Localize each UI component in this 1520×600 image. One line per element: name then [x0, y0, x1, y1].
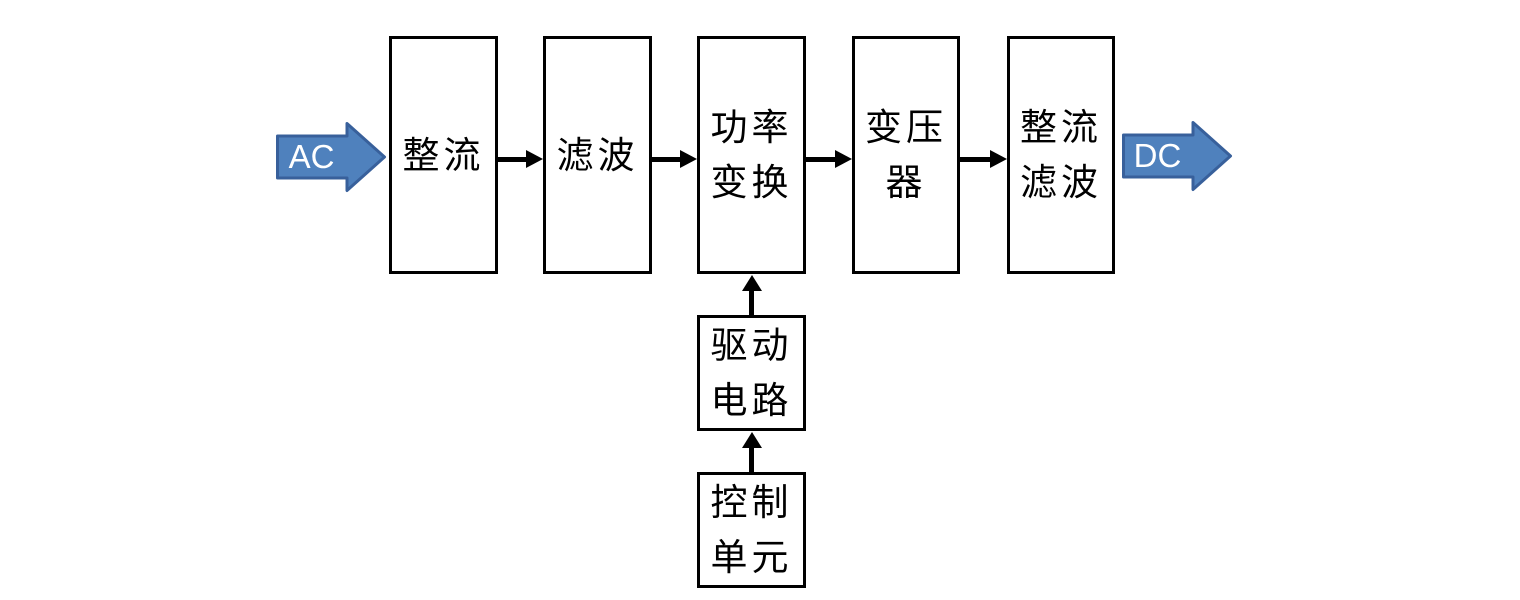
- ac-label: AC: [288, 138, 335, 175]
- arrow-filter-to-power-conversion-icon: [652, 150, 697, 168]
- arrow-power-conversion-to-transformer-icon: [806, 150, 852, 168]
- arrow-drive-circuit-to-power-conversion-icon: [741, 275, 762, 315]
- block-transformer: 变压 器: [852, 36, 960, 274]
- block-filter: 滤波: [543, 36, 652, 274]
- block-rectifier-filter: 整流 滤波: [1007, 36, 1115, 274]
- dc-output-arrow-icon: DC: [1122, 120, 1233, 192]
- ac-input-arrow-icon: AC: [276, 121, 387, 193]
- dc-label: DC: [1133, 137, 1182, 174]
- block-filter-label: 滤波: [556, 133, 639, 177]
- block-control-unit: 控制 单元: [697, 472, 806, 588]
- block-power-conversion: 功率 变换: [697, 36, 806, 274]
- block-rectifier: 整流: [389, 36, 498, 274]
- arrow-rectifier-to-filter-icon: [498, 150, 543, 168]
- block-transformer-label: 变压 器: [865, 106, 947, 204]
- block-rectifier-filter-label: 整流 滤波: [1020, 106, 1102, 204]
- block-control-unit-label: 控制 单元: [710, 481, 793, 579]
- block-rectifier-label: 整流: [402, 133, 485, 177]
- arrow-control-unit-to-drive-circuit-icon: [741, 432, 762, 472]
- block-power-conversion-label: 功率 变换: [710, 106, 793, 204]
- block-drive-circuit: 驱动 电路: [697, 315, 806, 431]
- block-arrow-shape: [1122, 121, 1232, 191]
- block-drive-circuit-label: 驱动 电路: [710, 324, 793, 422]
- block-arrow-shape: [276, 122, 386, 192]
- arrow-transformer-to-rectifier-filter-icon: [960, 150, 1007, 168]
